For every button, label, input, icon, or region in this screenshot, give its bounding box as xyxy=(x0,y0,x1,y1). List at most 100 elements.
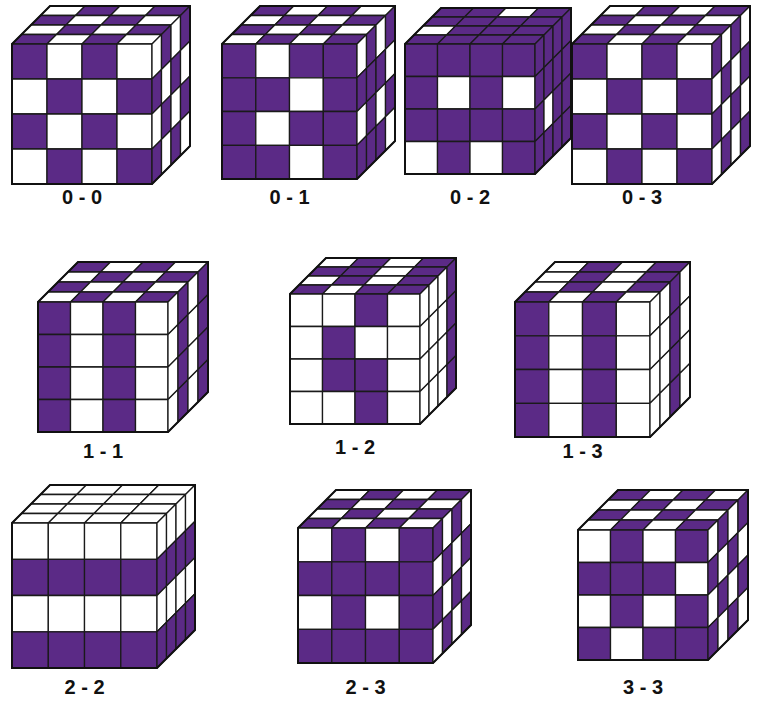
cube-front-cell xyxy=(572,149,607,184)
cube-front-cell xyxy=(323,327,356,360)
cube-side-cell xyxy=(447,356,456,398)
cube-front-cell xyxy=(121,559,157,595)
cube-front-cell xyxy=(388,327,421,360)
cube-front-cell xyxy=(48,596,84,632)
cube-front-cell xyxy=(616,370,650,404)
cube-side-cell xyxy=(462,591,472,634)
cube-front-cell xyxy=(136,367,169,400)
cube-front-cell xyxy=(611,563,644,596)
cube-front-cell xyxy=(470,109,503,142)
cube-side-cell xyxy=(650,393,660,437)
cube-front-cell xyxy=(677,114,712,149)
cube-front-cell xyxy=(643,628,676,661)
cube-front-cell xyxy=(399,629,433,663)
cube-side-cell xyxy=(443,610,453,653)
cube-front-cell xyxy=(616,302,650,336)
cube-front-cell xyxy=(388,359,421,392)
cube-front-cell xyxy=(470,142,503,175)
cube-front-cell xyxy=(290,327,323,360)
cube-front-cell xyxy=(643,563,676,596)
cube-front-cell xyxy=(47,79,82,114)
cube-front-cell xyxy=(405,77,438,110)
cube-front-cell xyxy=(323,294,356,327)
cube-front-cell xyxy=(332,562,366,596)
cube-front-cell xyxy=(48,559,84,595)
cube-front-cell xyxy=(677,149,712,184)
cube-front-cell xyxy=(549,370,583,404)
cube-front-cell xyxy=(121,523,157,559)
cube-front-cell xyxy=(12,114,47,149)
cube-front-cell xyxy=(332,528,366,562)
cube-side-cell xyxy=(452,601,462,644)
cube-front-cell xyxy=(578,563,611,596)
cube-front-cell xyxy=(47,114,82,149)
cube-front-cell xyxy=(71,367,104,400)
cube-front-cell xyxy=(366,629,400,663)
cube-side-cell xyxy=(553,115,562,157)
cube-front-cell xyxy=(323,145,357,179)
cube-front-cell xyxy=(503,44,536,77)
cube-front-cell xyxy=(515,403,549,437)
cube-side-cell xyxy=(670,373,680,417)
cube-front-cell xyxy=(222,145,256,179)
cube-front-cell xyxy=(136,335,169,368)
cube-front-cell xyxy=(12,149,47,184)
cube-outline xyxy=(38,262,208,432)
cube-front-cell xyxy=(38,367,71,400)
cube-front-cell xyxy=(607,44,642,79)
cube-front-cell xyxy=(290,359,323,392)
cube-outline xyxy=(12,6,190,184)
cube-front-cell xyxy=(82,44,117,79)
cube-front-cell xyxy=(642,44,677,79)
cube-front-cell xyxy=(117,114,152,149)
cube-front-cell xyxy=(332,596,366,630)
cube-front-cell xyxy=(47,149,82,184)
cube-front-cell xyxy=(642,114,677,149)
cube-front-cell xyxy=(222,112,256,146)
cube-front-cell xyxy=(103,335,136,368)
cube-front-cell xyxy=(549,403,583,437)
cube-front-cell xyxy=(470,44,503,77)
cube-front-cell xyxy=(332,629,366,663)
cube-front-cell xyxy=(47,44,82,79)
cube-outline xyxy=(298,490,471,663)
cube-front-cell xyxy=(298,562,332,596)
cube-front-cell xyxy=(676,595,709,628)
cube-front-cell xyxy=(290,112,324,146)
cube-front-cell xyxy=(503,77,536,110)
cube-front-cell xyxy=(676,530,709,563)
cube-front-cell xyxy=(366,562,400,596)
cube-front-cell xyxy=(85,632,121,668)
cube-front-cell xyxy=(12,44,47,79)
cube-side-cell xyxy=(660,383,670,427)
cube-outline xyxy=(405,8,571,174)
cube-outline xyxy=(290,258,456,424)
cube-outline xyxy=(222,6,395,179)
cube-caption: 0 - 0 xyxy=(62,186,102,208)
cube-front-cell xyxy=(549,336,583,370)
cube-caption: 1 - 3 xyxy=(562,440,602,462)
cube-front-cell xyxy=(405,44,438,77)
cube-side-cell xyxy=(386,107,396,150)
cube-front-cell xyxy=(643,530,676,563)
cube-front-cell xyxy=(222,44,256,78)
cube-front-cell xyxy=(71,335,104,368)
cube-front-cell xyxy=(616,336,650,370)
cube-outline xyxy=(578,490,748,660)
cube-front-cell xyxy=(611,530,644,563)
cube-front-cell xyxy=(676,563,709,596)
cube-front-cell xyxy=(438,44,471,77)
cube-front-cell xyxy=(399,562,433,596)
cube-front-cell xyxy=(85,596,121,632)
cube-front-cell xyxy=(355,294,388,327)
cube-front-cell xyxy=(583,336,617,370)
cube-front-cell xyxy=(117,79,152,114)
cube-front-cell xyxy=(256,145,290,179)
cube-front-cell xyxy=(12,596,48,632)
cube-front-cell xyxy=(323,78,357,112)
cube-side-cell xyxy=(562,106,571,148)
cube-front-cell xyxy=(438,77,471,110)
cube-front-cell xyxy=(578,628,611,661)
cube-front-cell xyxy=(405,142,438,175)
